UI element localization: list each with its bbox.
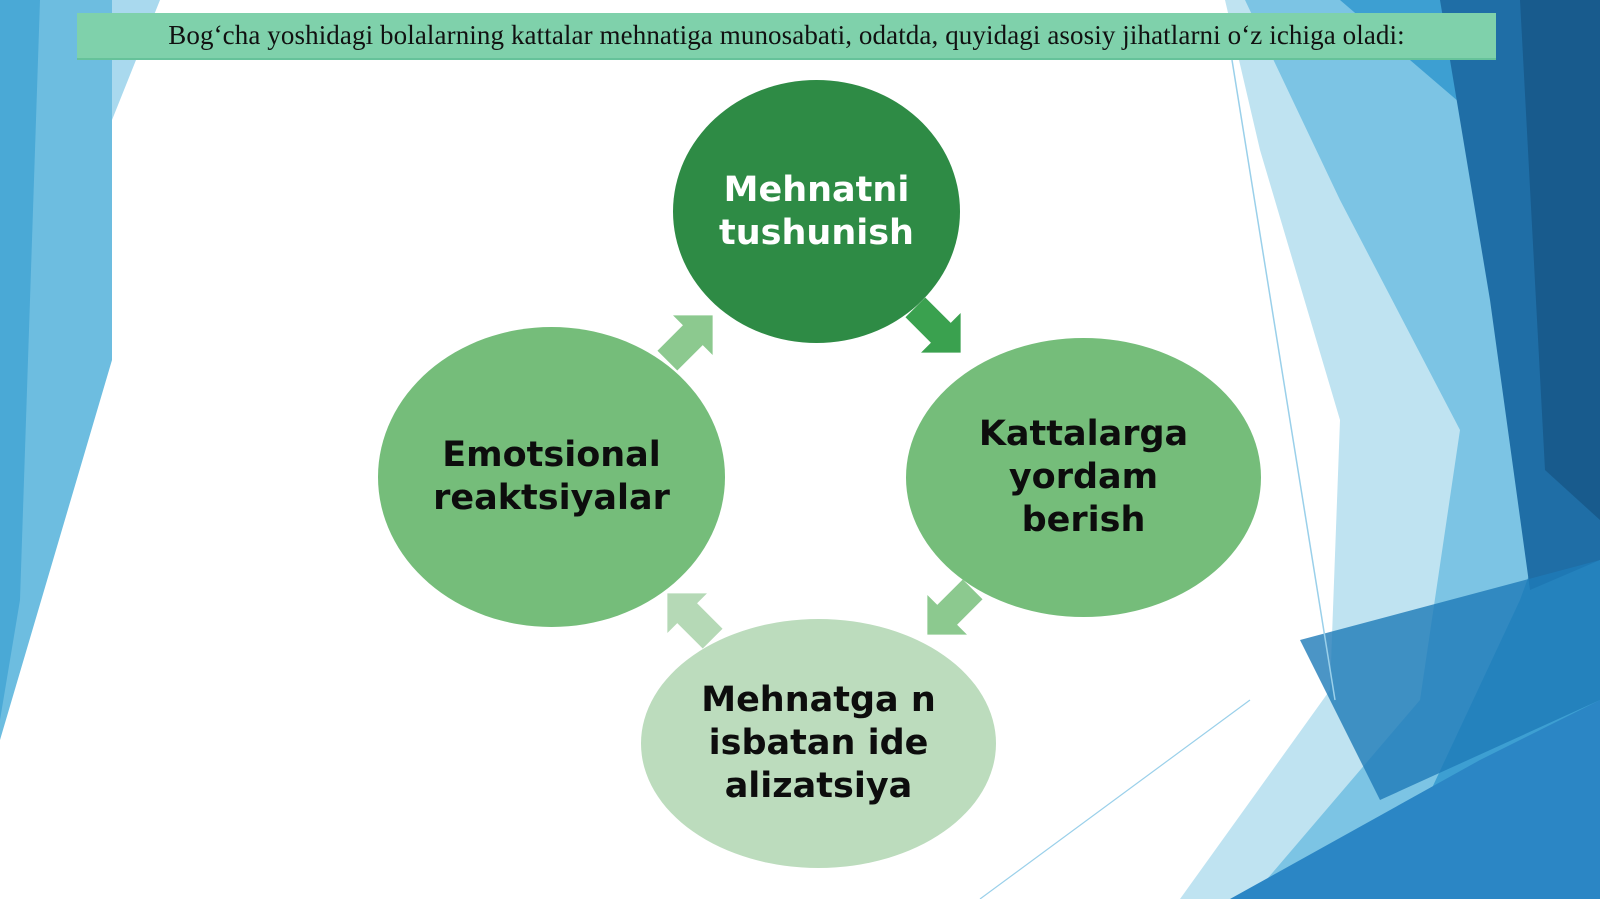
cycle-node-label: Kattalarga yordam berish <box>978 414 1189 540</box>
title-banner: Bog‘cha yoshidagi bolalarning kattalar m… <box>77 13 1496 60</box>
cycle-node-mehnatni-tushunish: Mehnatni tushunish <box>673 80 960 343</box>
slide-title: Bog‘cha yoshidagi bolalarning kattalar m… <box>168 20 1405 50</box>
cycle-node-kattalarga-yordam-berish: Kattalarga yordam berish <box>906 338 1261 617</box>
cycle-node-label: Emotsional reaktsiyalar <box>433 435 670 518</box>
cycle-node-emotsional-reaktsiyalar: Emotsional reaktsiyalar <box>378 327 725 627</box>
cycle-node-mehnatga-nisbatan-idealizatsiya: Mehnatga nisbatan idealizatsiya <box>641 619 996 868</box>
cycle-node-label: Mehnatni tushunish <box>719 169 914 253</box>
cycle-node-label: Mehnatga nisbatan idealizatsiya <box>701 680 936 806</box>
